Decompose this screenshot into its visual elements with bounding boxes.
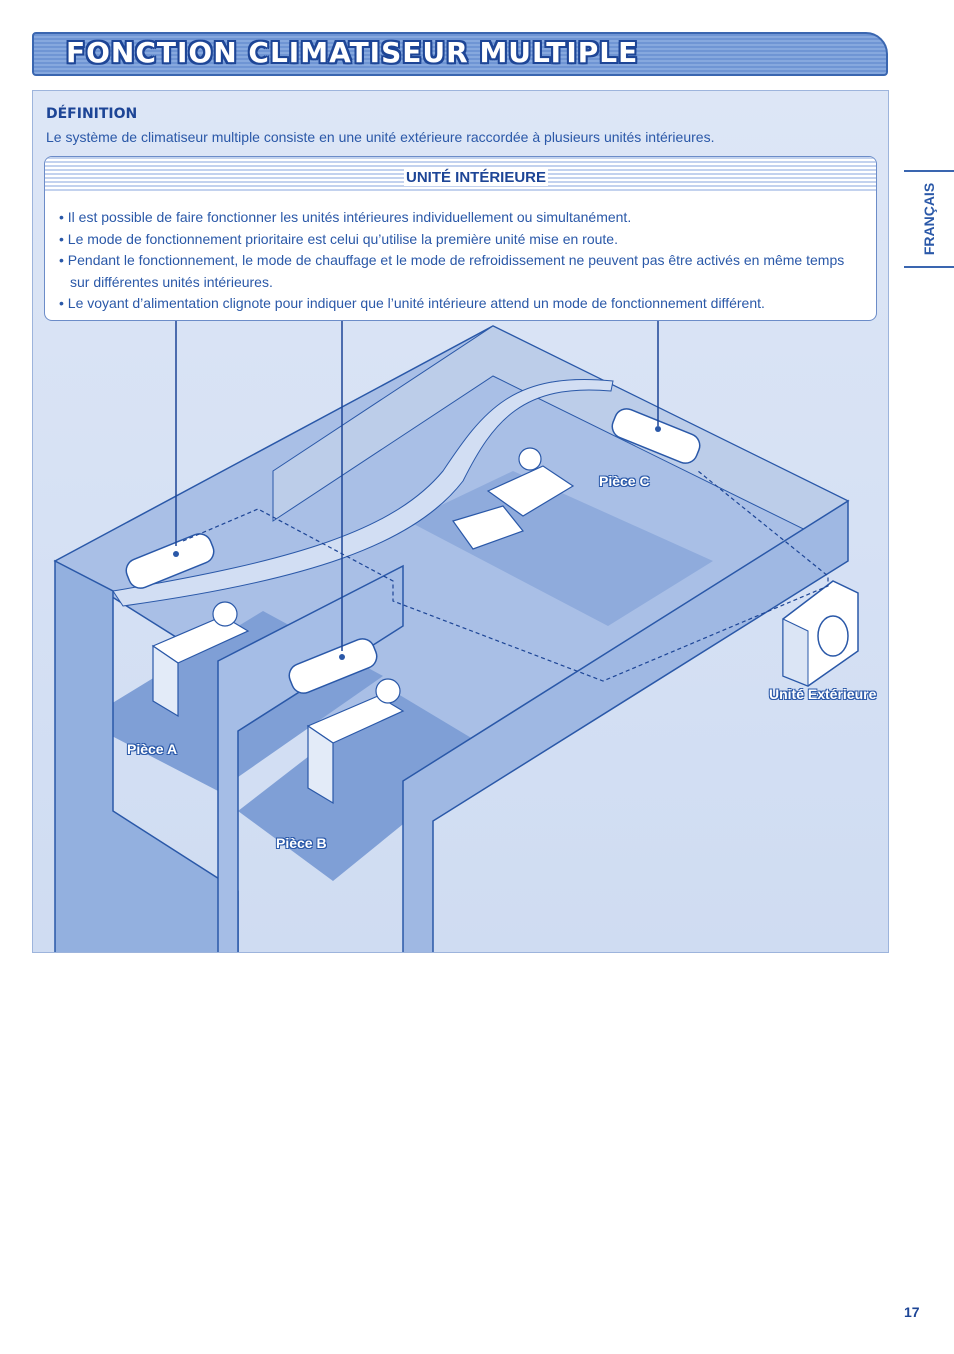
indoor-unit-b xyxy=(288,638,378,694)
language-tab: FRANÇAIS xyxy=(904,170,954,268)
indoor-unit-bullets: • Il est possible de faire fonctionner l… xyxy=(59,207,859,315)
partition-wall-ab xyxy=(217,564,404,952)
front-wall xyxy=(402,499,849,952)
page-number: 17 xyxy=(904,1304,920,1320)
title-bar: FONCTION CLIMATISEUR MULTIPLE xyxy=(32,32,888,76)
room-a-desk xyxy=(151,601,250,718)
room-b-desk xyxy=(306,678,405,805)
page-title: FONCTION CLIMATISEUR MULTIPLE xyxy=(66,36,639,69)
room-c-sofa xyxy=(452,447,575,550)
pipe-duct xyxy=(112,379,614,607)
room-c-floor xyxy=(408,471,713,626)
definition-heading: DÉFINITION xyxy=(46,106,138,122)
content-panel: DÉFINITION Le système de climatiseur mul… xyxy=(32,90,889,953)
room-b-floor xyxy=(238,691,493,881)
indoor-unit-info-box: UNITÉ INTÉRIEURE • Il est possible de fa… xyxy=(44,156,877,321)
room-c-label: Pièce C xyxy=(599,473,650,489)
language-label: FRANÇAIS xyxy=(921,182,937,256)
bullet-item: • Pendant le fonctionnement, le mode de … xyxy=(59,252,845,290)
bullet-item: • Le mode de fonctionnement prioritaire … xyxy=(59,230,618,247)
outdoor-unit-label: Unité Extérieure xyxy=(769,686,877,702)
room-a-label: Pièce A xyxy=(127,741,178,757)
indoor-unit-c xyxy=(611,408,701,464)
multi-split-illustration xyxy=(53,321,859,952)
piping-line xyxy=(182,470,829,682)
bullet-item: • Il est possible de faire fonctionner l… xyxy=(59,209,632,225)
outdoor-unit xyxy=(782,580,859,687)
definition-text: Le système de climatiseur multiple consi… xyxy=(46,129,715,145)
room-b-label: Pièce B xyxy=(276,835,327,851)
indoor-unit-title: UNITÉ INTÉRIEURE xyxy=(404,169,549,186)
indoor-unit-a xyxy=(125,533,215,589)
bullet-item: • Le voyant d’alimentation clignote pour… xyxy=(59,295,765,311)
